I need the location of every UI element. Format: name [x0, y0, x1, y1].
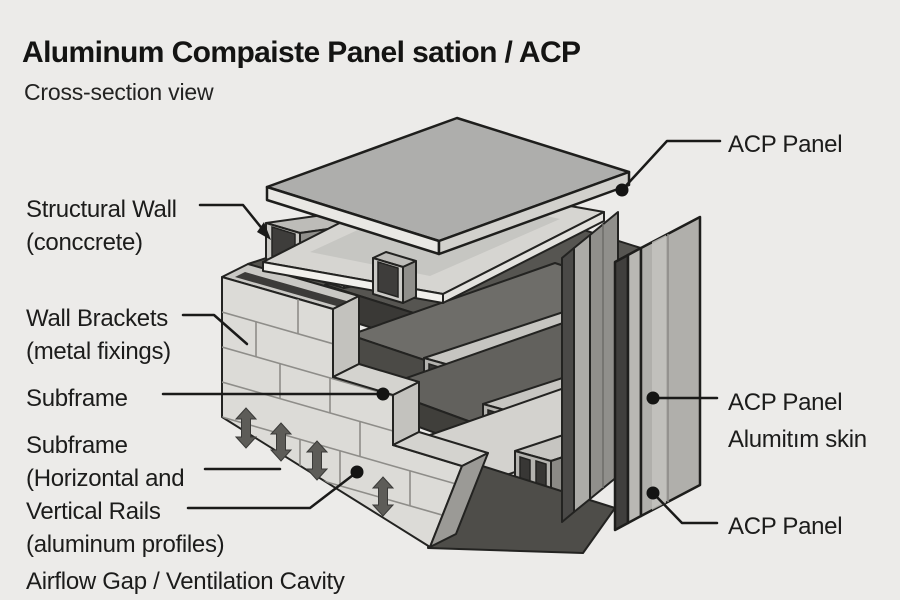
label-line: Subframe	[26, 432, 128, 459]
label-line: Airflow Gap / Ventilation Cavity	[26, 568, 345, 595]
label-vertical-rails: Vertical Rails (aluminum profiles)	[26, 495, 225, 561]
leader-structural-wall	[198, 203, 270, 238]
top-acp-panel	[265, 116, 631, 256]
leader-dot	[350, 465, 364, 479]
label-line: ACP Panel	[728, 513, 843, 540]
acp-panel-stack-front	[613, 215, 702, 532]
label-acp-panel-top: ACP Panel	[728, 128, 843, 161]
ventilation-arrows	[234, 407, 395, 517]
leader-dot	[615, 183, 629, 197]
leader-acp-top	[620, 139, 722, 192]
label-line: Wall Brackets	[26, 305, 168, 332]
wall-base-end-face	[429, 452, 489, 548]
label-line: Subframe	[26, 385, 128, 412]
label-line: Vertical Rails	[26, 498, 161, 525]
wall-cavity-slot	[235, 272, 357, 309]
label-line: (conccrete)	[26, 229, 143, 256]
page-title: Aluminum Compaiste Panel sation / ACP	[22, 36, 581, 69]
label-acp-panel-bottom: ACP Panel	[728, 510, 843, 543]
concrete-block-wall	[221, 263, 489, 548]
leader-dot	[376, 387, 390, 401]
stub-hollow	[377, 260, 399, 299]
ventilation-arrow	[269, 422, 293, 462]
label-line: (aluminum profiles)	[26, 531, 225, 558]
label-wall-brackets: Wall Brackets (metal fixings)	[26, 302, 171, 368]
leader-dot	[646, 486, 660, 500]
label-subframe-rails: Subframe (Horizontal and	[26, 429, 185, 495]
label-structural-wall: Structural Wall (conccrete)	[26, 193, 177, 259]
label-line: (Horizontal and	[26, 465, 185, 492]
leader-arrowhead	[257, 222, 271, 240]
leader-dot	[646, 391, 660, 405]
acp-panel-stack-back	[561, 211, 619, 523]
label-subframe: Subframe	[26, 382, 128, 415]
leader-acp-bottom	[651, 491, 719, 525]
panel-sheen	[652, 235, 666, 510]
bracket-stub-channel	[372, 251, 417, 304]
label-acp-panel-mid: ACP Panel Alumitım skin	[728, 384, 867, 458]
label-line: Alumitım skin	[728, 426, 867, 453]
label-line: ACP Panel	[728, 389, 843, 416]
leader-lines	[161, 139, 722, 525]
leader-wall-brackets	[181, 313, 249, 346]
ventilation-arrow	[371, 476, 395, 517]
ventilation-arrow	[305, 440, 329, 481]
ventilation-arrow	[234, 407, 258, 449]
label-line: Structural Wall	[26, 196, 177, 223]
page-subtitle: Cross-section view	[24, 79, 214, 105]
label-line: ACP Panel	[728, 131, 843, 158]
label-line: (metal fixings)	[26, 338, 171, 365]
label-airflow-gap: Airflow Gap / Ventilation Cavity	[26, 565, 345, 598]
leader-vertical-rails	[186, 470, 359, 510]
